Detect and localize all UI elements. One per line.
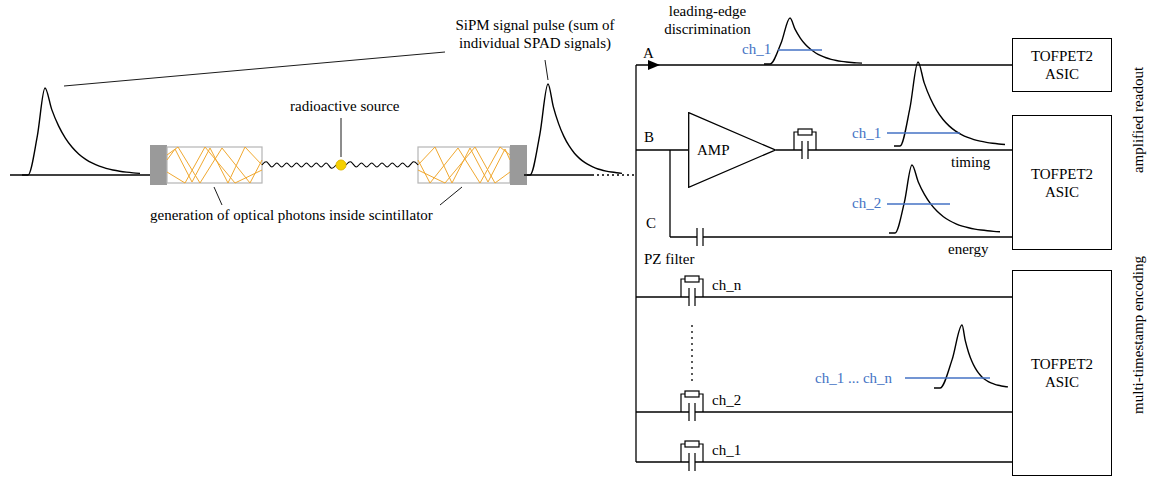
ellipsis-dots	[691, 325, 692, 385]
resistor-symbol	[685, 441, 699, 447]
callout-text: SiPM signal pulse (sum of individual SPA…	[440, 16, 630, 52]
capacitor-gap	[689, 410, 695, 414]
threshold-line	[905, 377, 990, 378]
capacitor-plates	[689, 453, 695, 471]
branch-letter: C	[646, 214, 656, 232]
leader-line	[545, 60, 548, 80]
asic-box: TOFPET2 ASIC	[1012, 115, 1112, 250]
signal-bus	[635, 65, 636, 462]
amplifier-triangle: AMP	[688, 112, 776, 188]
pz-filter-symbol	[681, 441, 703, 471]
channel-name: ch_2	[852, 194, 881, 212]
capacitor-plates	[697, 228, 703, 246]
pz-filter-symbol	[794, 129, 816, 159]
resistor-symbol	[685, 276, 699, 282]
photon-paths	[418, 147, 510, 183]
gamma-ray-wave	[346, 162, 418, 167]
wire-b-amp-input	[636, 149, 688, 150]
channel-name: ch_1	[852, 124, 881, 142]
signal-pulse	[889, 165, 1000, 233]
group-label: amplified readout	[1129, 67, 1147, 173]
sipm-block	[150, 145, 167, 185]
leader-line	[440, 187, 462, 205]
threshold-line	[887, 132, 960, 133]
part-name: PZ filter	[644, 250, 694, 268]
asic-box: TOFPET2 ASIC	[1012, 38, 1112, 92]
branch-letter: A	[643, 44, 654, 62]
wire-b-energy	[669, 150, 670, 237]
capacitor-plates	[689, 288, 695, 306]
leader-line	[341, 118, 342, 157]
callout-text: leading-edge discrimination	[645, 2, 770, 38]
threshold-line	[887, 203, 950, 204]
channel-name: ch_1 ... ch_n	[815, 369, 892, 387]
resistor-symbol	[798, 129, 812, 135]
signal-pulse	[524, 84, 622, 175]
capacitor-plates	[689, 403, 695, 421]
channel-name: ch_2	[712, 391, 741, 409]
gamma-ray-wave	[262, 162, 336, 169]
radioactive-source-dot	[336, 160, 346, 170]
photon-paths	[418, 147, 510, 183]
capacitor-gap	[689, 460, 695, 464]
channel-name: ch_n	[712, 276, 741, 294]
pz-filter-symbol	[681, 391, 703, 421]
capacitor-gap	[689, 295, 695, 299]
callout-text: radioactive source	[290, 97, 400, 115]
photon-paths	[167, 147, 262, 183]
capacitor-gap	[697, 235, 703, 239]
pz-filter-symbol	[681, 276, 703, 306]
sipm-block	[510, 145, 527, 185]
asic-box: TOFPET2 ASIC	[1012, 270, 1112, 476]
signal-wire	[10, 174, 150, 175]
asic-label: TOFPET2 ASIC	[1019, 165, 1105, 201]
capacitor-gap	[802, 148, 808, 152]
signal-name: timing	[950, 153, 991, 171]
asic-label: TOFPET2 ASIC	[1019, 47, 1105, 83]
capacitor-plates	[802, 141, 808, 159]
resistor-symbol	[685, 391, 699, 397]
signal-connector	[776, 149, 1012, 150]
capacitor-symbol	[697, 228, 703, 246]
signal-wire-dotted	[592, 174, 636, 175]
wire-energy	[670, 236, 1012, 237]
group-label: multi-timestamp encoding	[1129, 256, 1147, 414]
signal-pulse	[22, 88, 140, 175]
signal-pulse	[764, 18, 862, 64]
scintillator	[167, 147, 262, 183]
signal-wire	[527, 174, 592, 175]
asic-label: TOFPET2 ASIC	[1019, 355, 1105, 391]
scintillator	[418, 147, 510, 183]
callout-text: generation of optical photons inside sci…	[150, 206, 433, 224]
photon-paths	[418, 147, 510, 183]
photon-paths	[167, 147, 262, 183]
arrowhead	[648, 60, 660, 70]
branch-letter: B	[644, 128, 654, 146]
leader-line	[64, 52, 445, 86]
wire-a	[636, 64, 1012, 65]
channel-name: ch_1	[742, 40, 771, 58]
leader-line	[214, 187, 222, 205]
amplifier-triangle-shape	[689, 113, 776, 188]
amplifier-label: AMP	[697, 141, 730, 159]
photon-paths	[167, 147, 262, 183]
threshold-line	[778, 49, 822, 50]
signal-name: energy	[948, 240, 989, 258]
channel-name: ch_1	[712, 441, 741, 459]
